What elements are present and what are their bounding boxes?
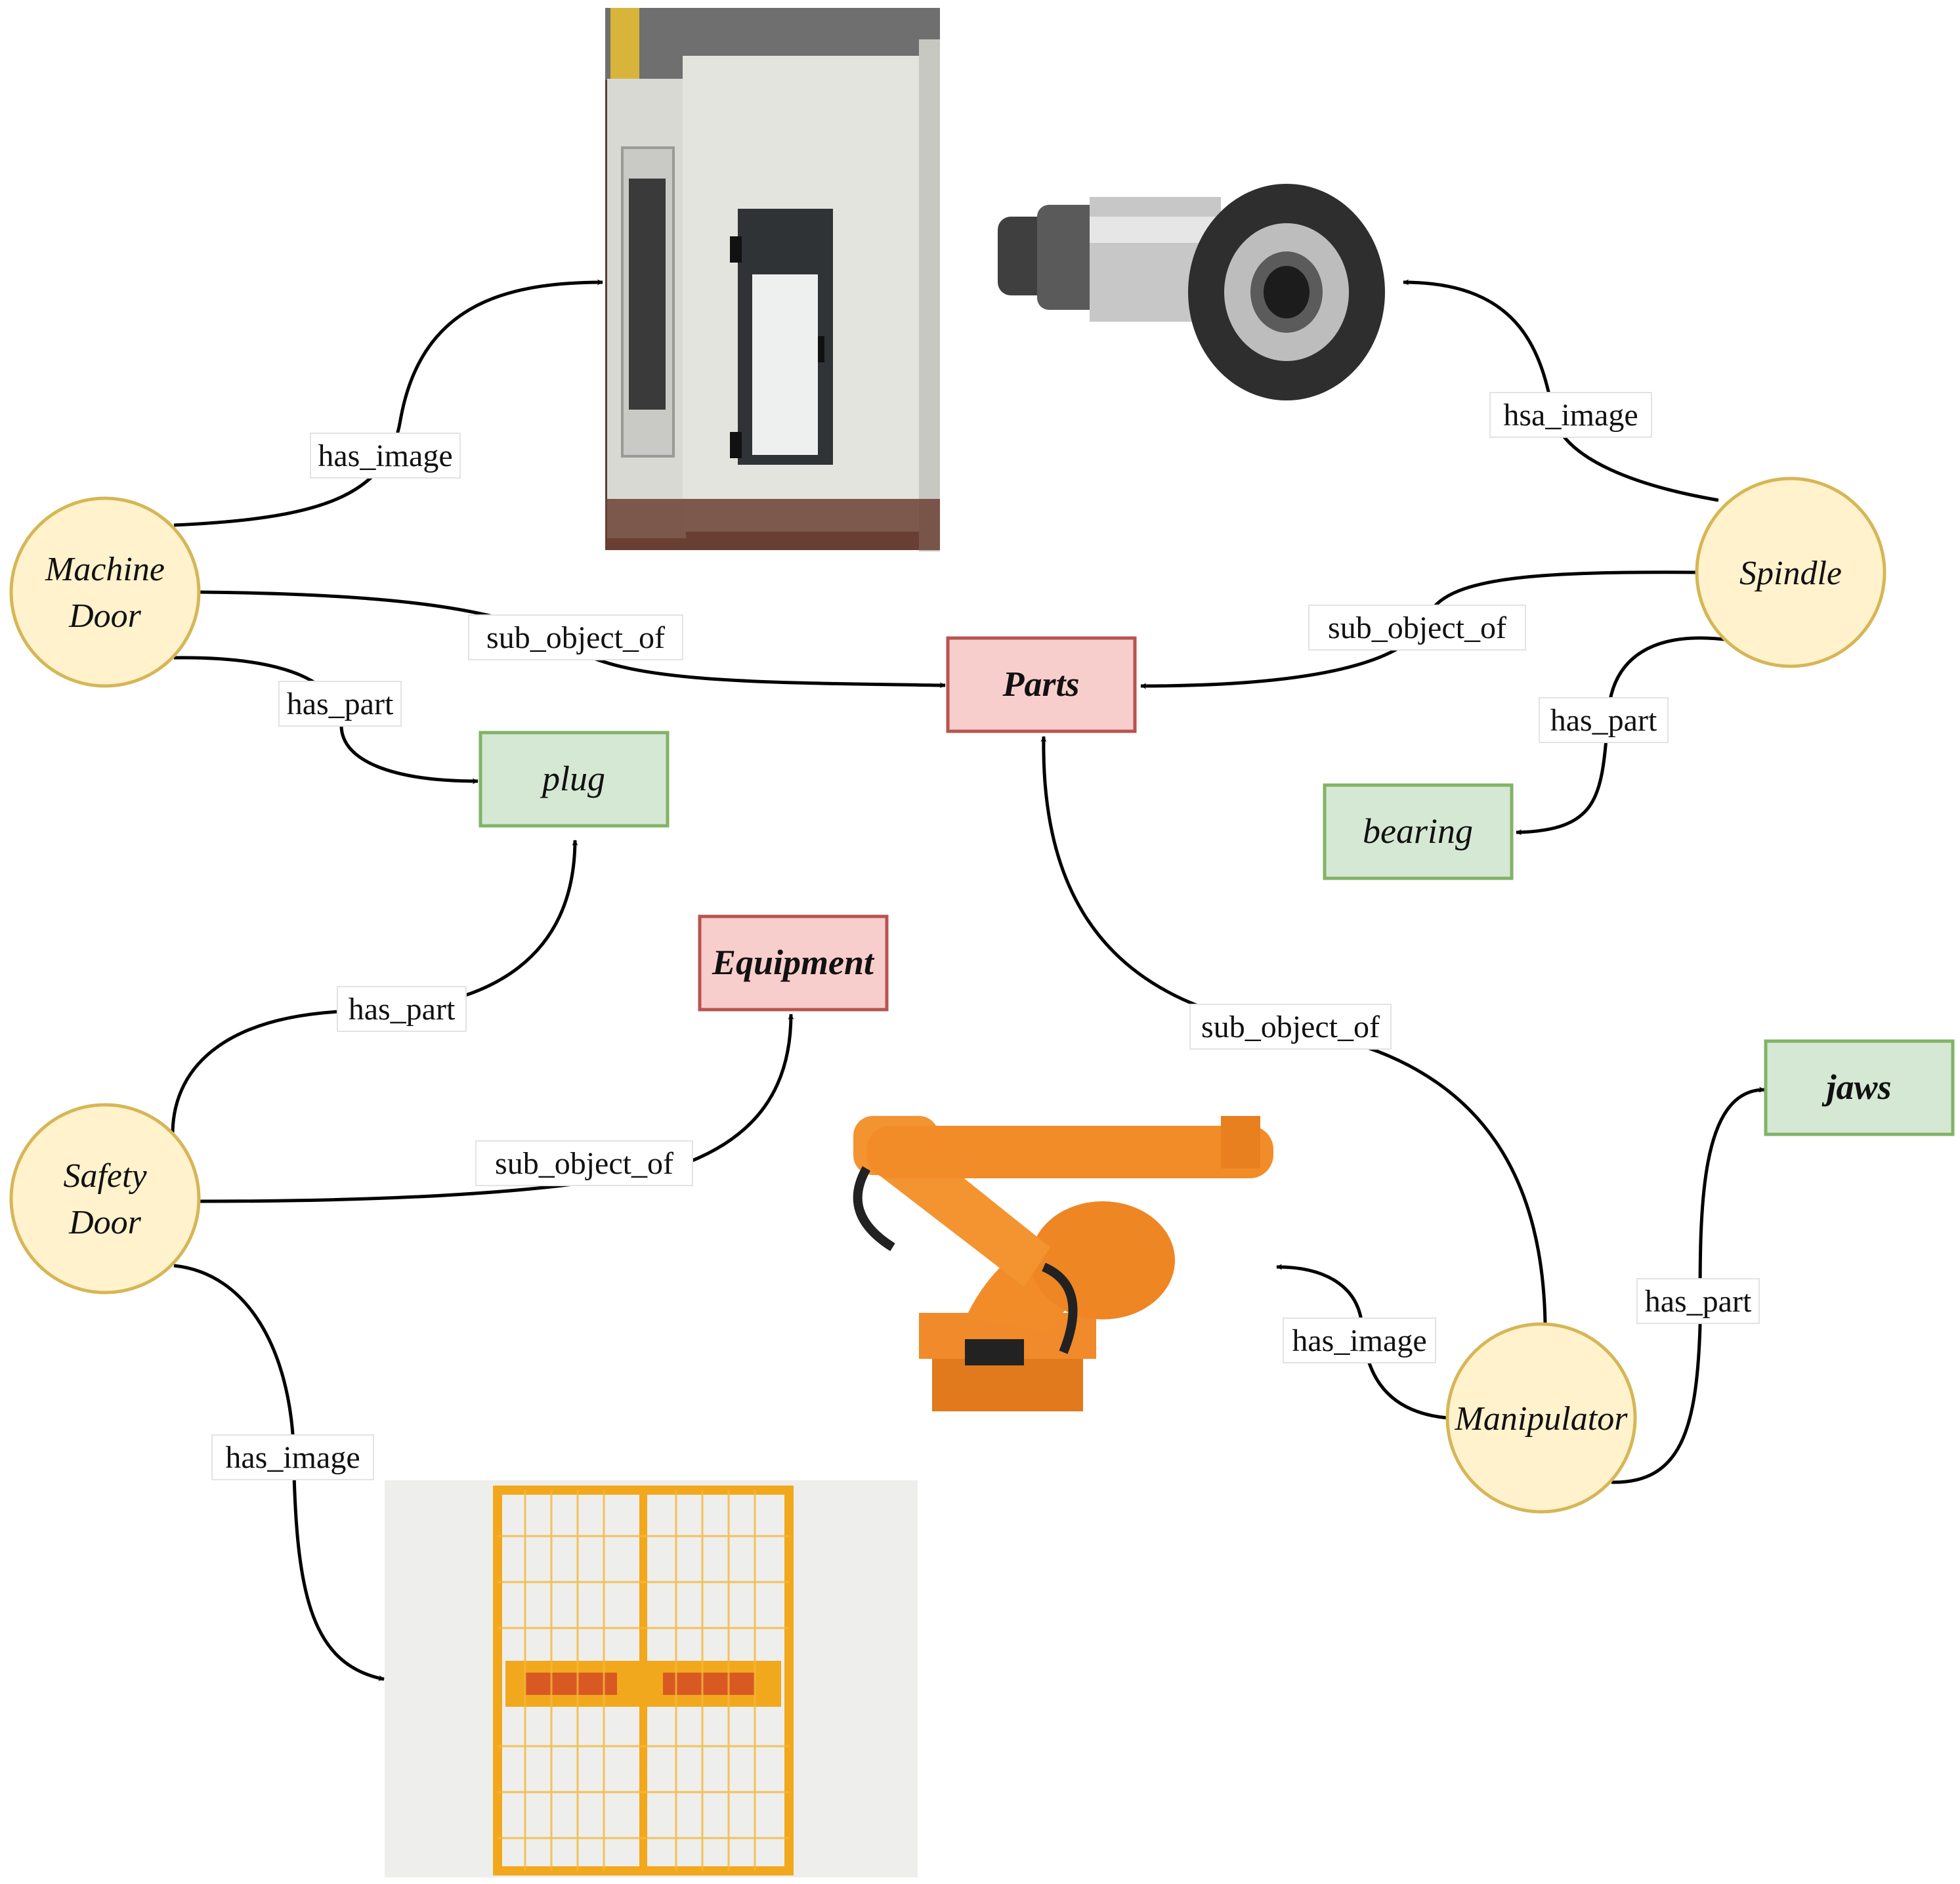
svg-text:sub_object_of: sub_object_of <box>1328 610 1506 645</box>
svg-text:has_part: has_part <box>1645 1284 1752 1319</box>
svg-text:Equipment: Equipment <box>712 943 875 982</box>
class-node-parts: Parts <box>946 636 1137 733</box>
edge-label-md-has-part: has_part <box>278 681 402 727</box>
entity-node-spindle: Spindle <box>1695 477 1886 668</box>
safety-door-photo <box>385 1480 918 1877</box>
svg-text:hsa_image: hsa_image <box>1503 398 1638 433</box>
svg-text:Manipulator: Manipulator <box>1455 1400 1629 1438</box>
edge-label-sd-has-image: has_image <box>211 1434 374 1480</box>
edge-label-sp-has-part: has_part <box>1539 697 1669 743</box>
svg-text:has_part: has_part <box>1550 703 1657 738</box>
edge-label-mp-has-part: has_part <box>1636 1278 1760 1324</box>
svg-text:Parts: Parts <box>1002 664 1079 704</box>
entity-node-safety-door: Safety Door <box>9 1103 201 1295</box>
class-node-jaws: jaws <box>1764 1039 1955 1136</box>
svg-text:sub_object_of: sub_object_of <box>486 620 665 655</box>
svg-text:Door: Door <box>68 1204 142 1241</box>
spindle-photo <box>981 102 1399 460</box>
svg-text:has_image: has_image <box>318 439 452 473</box>
svg-text:Machine: Machine <box>45 551 165 588</box>
edge-label-md-sub-object-of: sub_object_of <box>468 614 683 660</box>
svg-text:jaws: jaws <box>1821 1067 1891 1107</box>
class-node-plug: plug <box>479 731 670 828</box>
entity-node-machine-door: Machine Door <box>9 496 201 688</box>
edge-label-mp-sub-object-of: sub_object_of <box>1189 1004 1392 1050</box>
class-node-bearing: bearing <box>1323 783 1514 880</box>
svg-text:has_part: has_part <box>349 992 456 1027</box>
edge-md-has-image <box>173 279 603 527</box>
edge-label-mp-has-image: has_image <box>1283 1317 1436 1363</box>
edge-label-md-has-image: has_image <box>310 433 461 479</box>
entity-node-manipulator: Manipulator <box>1445 1322 1637 1514</box>
edge-label-sd-sub-object-of: sub_object_of <box>475 1140 693 1186</box>
edge-sp-hsa-image <box>1403 279 1719 502</box>
svg-text:Spindle: Spindle <box>1739 555 1842 592</box>
edge-label-sp-hsa-image: hsa_image <box>1489 392 1652 438</box>
machine-door-photo <box>605 8 940 551</box>
svg-text:sub_object_of: sub_object_of <box>1201 1010 1380 1044</box>
svg-text:bearing: bearing <box>1363 811 1473 851</box>
class-node-equipment: Equipment <box>698 914 889 1012</box>
svg-text:Door: Door <box>68 597 142 635</box>
manipulator-photo <box>822 1103 1275 1431</box>
svg-text:has_image: has_image <box>225 1440 360 1475</box>
svg-text:plug: plug <box>540 759 605 798</box>
edge-label-sp-sub-object-of: sub_object_of <box>1308 605 1526 651</box>
edge-label-sd-has-part: has_part <box>337 986 467 1032</box>
svg-text:has_image: has_image <box>1292 1323 1426 1358</box>
svg-text:has_part: has_part <box>287 687 394 721</box>
svg-text:sub_object_of: sub_object_of <box>495 1146 673 1181</box>
svg-text:Safety: Safety <box>63 1157 147 1195</box>
